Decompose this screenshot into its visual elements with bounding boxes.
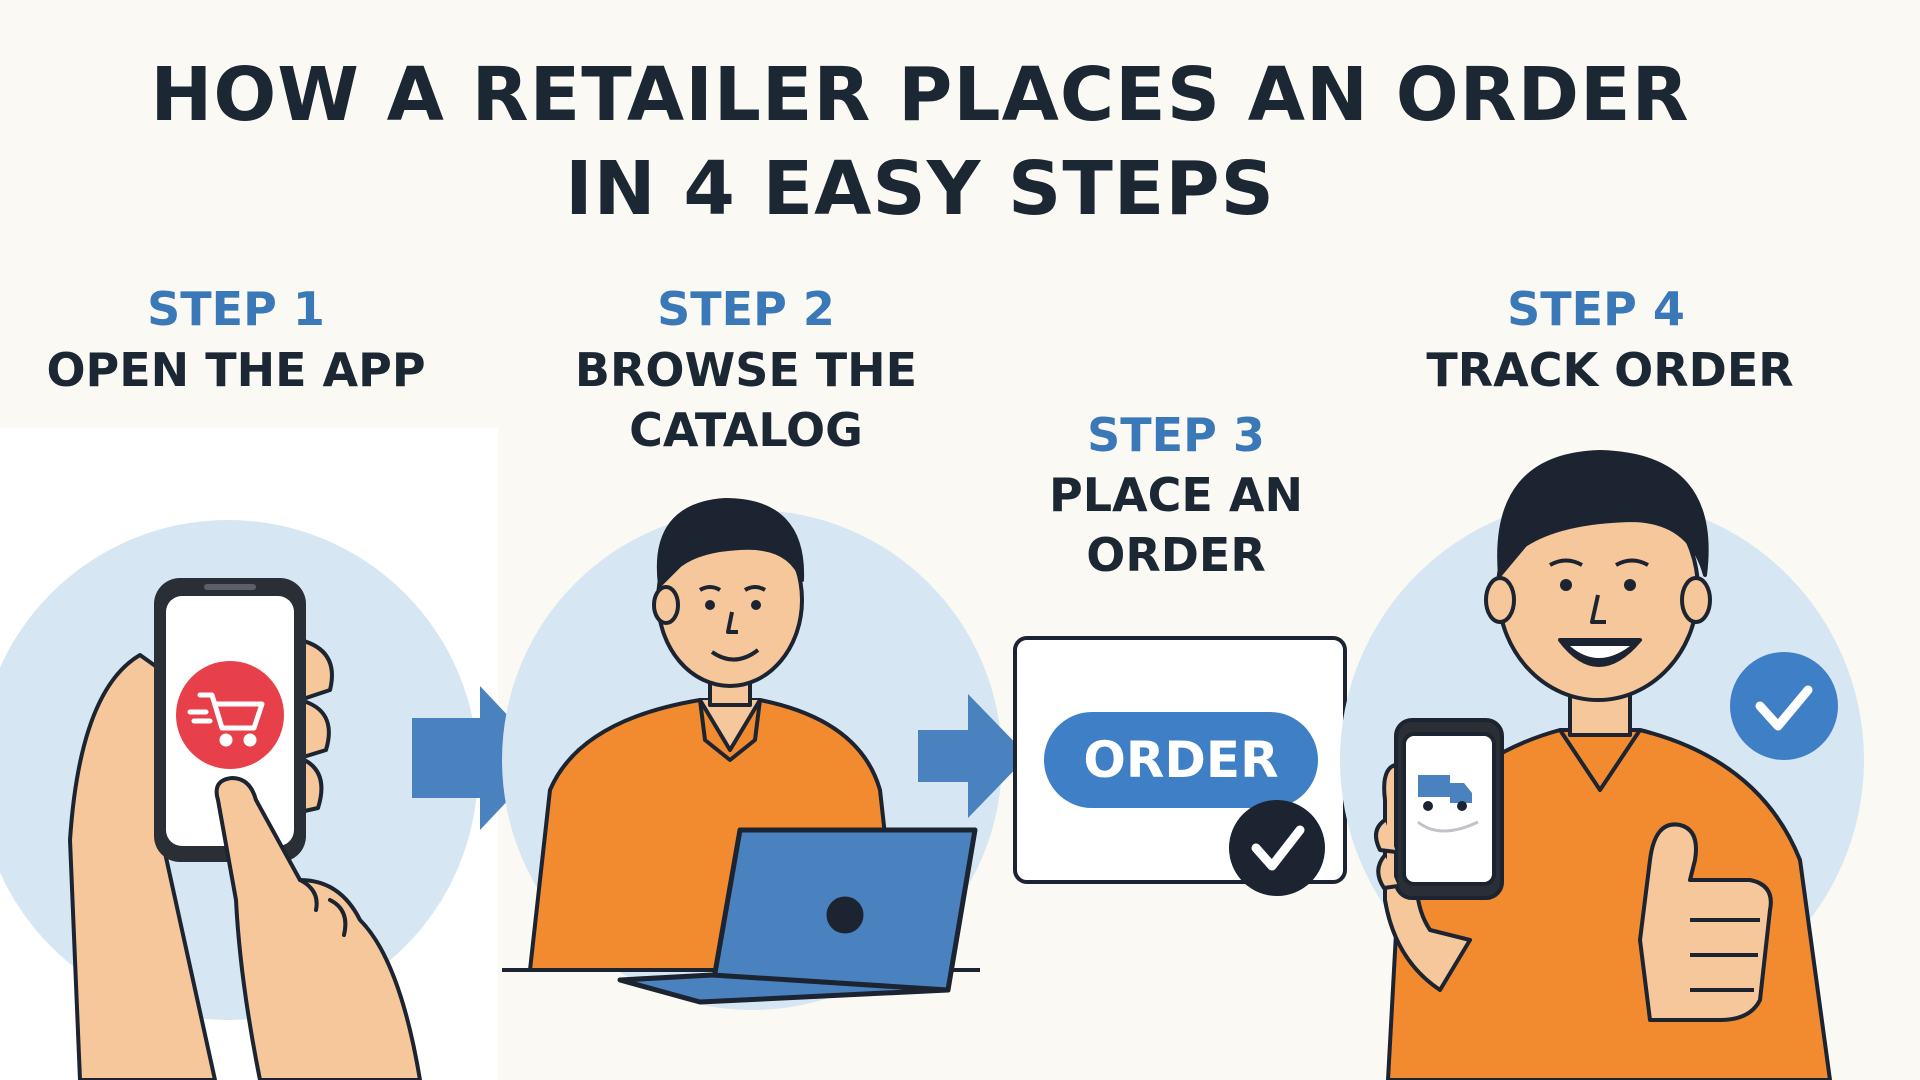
truck-icon bbox=[1418, 775, 1472, 811]
order-button-label: ORDER bbox=[1083, 731, 1279, 789]
step-2-text-line-1: BROWSE THE bbox=[574, 343, 918, 397]
phone bbox=[154, 578, 306, 862]
app-icon bbox=[176, 661, 284, 769]
check-icon bbox=[1229, 800, 1325, 896]
cart-icon bbox=[187, 692, 265, 747]
check-icon bbox=[1730, 652, 1838, 760]
page-title-line-2: IN 4 EASY STEPS bbox=[565, 146, 1275, 232]
laptop-icon bbox=[617, 827, 978, 1005]
arrow-right-icon bbox=[918, 694, 1028, 818]
step-4-label: STEP 4 bbox=[1507, 282, 1685, 336]
step-1-label: STEP 1 bbox=[147, 282, 325, 336]
page-title-line-1: HOW A RETAILER PLACES AN ORDER bbox=[150, 52, 1690, 138]
step-4-text: TRACK ORDER bbox=[1426, 343, 1794, 397]
step-3-text-line-2: ORDER bbox=[1086, 528, 1266, 582]
step-1-text: OPEN THE APP bbox=[46, 343, 426, 397]
order-button[interactable] bbox=[1044, 712, 1318, 808]
phone-tracking bbox=[1374, 718, 1504, 992]
step-2-label: STEP 2 bbox=[657, 282, 835, 336]
step-2-text-line-2: CATALOG bbox=[629, 403, 863, 457]
step-3-label: STEP 3 bbox=[1087, 408, 1265, 462]
step-3-text-line-1: PLACE AN bbox=[1049, 468, 1303, 522]
pointing-hand bbox=[214, 776, 422, 1080]
